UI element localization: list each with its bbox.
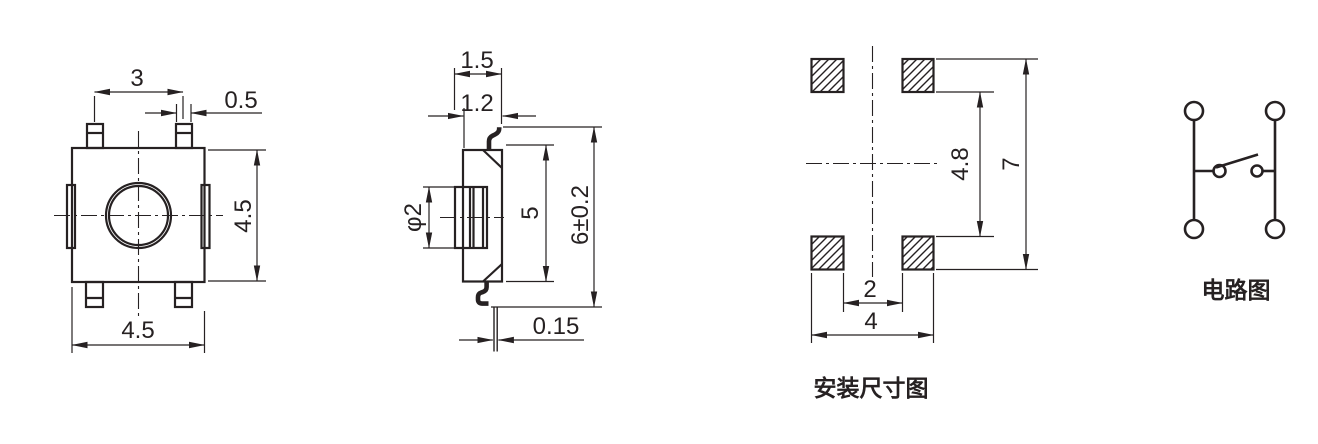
top-view: 3 0.5 4.5 4.5 <box>54 65 266 353</box>
dim-cap-width: 1.5 <box>453 47 503 124</box>
solder-pad-top-left <box>810 57 845 94</box>
dim-label-pin-pitch: 3 <box>130 65 143 92</box>
terminal-bottom-left <box>1183 218 1205 240</box>
dim-pin-pitch: 3 <box>93 65 184 122</box>
dim-label-lead-thickness: 0.15 <box>533 313 580 340</box>
switch-arm <box>1215 153 1259 169</box>
gullwing-lead-top <box>486 127 502 150</box>
dim-overall-height: 6±0.2 <box>491 126 602 308</box>
side-body-outline <box>461 148 504 283</box>
dim-pad-outer-vertical: 7 <box>936 58 1038 271</box>
dim-lead-thickness: 0.15 <box>459 313 584 344</box>
side-tab-right <box>200 183 211 250</box>
dim-pad-inner-vertical: 4.8 <box>936 91 994 238</box>
pin-bottom-right <box>173 280 194 309</box>
dim-label-pad-inner-vertical: 4.8 <box>947 147 974 180</box>
pin-bottom-left <box>84 280 105 309</box>
dim-label-cap-width: 1.5 <box>460 47 493 74</box>
mounting-view: 4.8 7 2 4 安装尺寸图 <box>806 46 1038 401</box>
dim-pin-width: 0.5 <box>145 87 262 122</box>
pin-top-left <box>85 122 105 150</box>
terminal-top-left <box>1183 100 1205 122</box>
dim-pad-outer-horizontal: 4 <box>810 273 935 343</box>
solder-pad-bottom-right <box>901 235 935 271</box>
dim-body-thickness: 1.2 <box>428 90 536 148</box>
mounting-caption: 安装尺寸图 <box>814 375 929 401</box>
terminal-bottom-right <box>1264 218 1286 240</box>
circuit-view: 电路图 <box>1183 100 1286 303</box>
dim-label-pad-outer-vertical: 7 <box>998 157 1025 170</box>
dim-body-width: 4.5 <box>71 287 206 353</box>
side-view: 1.5 1.2 φ2 5 6±0.2 0.1 <box>400 47 602 352</box>
pin-top-right <box>174 122 194 150</box>
dim-label-stem-diameter: φ2 <box>400 203 427 232</box>
terminal-top-right <box>1264 100 1286 122</box>
dim-label-pad-outer-horizontal: 4 <box>864 308 877 335</box>
dim-label-pad-inner-horizontal: 2 <box>863 276 876 303</box>
contact-right <box>1250 164 1264 178</box>
dim-body-height: 4.5 <box>208 149 266 282</box>
dim-pad-inner-horizontal: 2 <box>842 273 904 312</box>
dim-label-overall-height: 6±0.2 <box>567 185 594 245</box>
dim-label-body-height: 4.5 <box>230 199 257 232</box>
gullwing-lead-bottom <box>475 281 489 306</box>
dim-label-side-body-height: 5 <box>517 206 544 219</box>
solder-pad-bottom-left <box>810 235 845 271</box>
dim-stem-diameter: φ2 <box>400 186 455 249</box>
dim-label-pin-width: 0.5 <box>224 87 257 114</box>
side-tab-left <box>65 183 77 250</box>
solder-pad-top-right <box>901 57 935 94</box>
dim-label-body-thickness: 1.2 <box>460 90 493 117</box>
circuit-caption: 电路图 <box>1202 277 1271 303</box>
chamfer-bottom <box>482 263 503 283</box>
dim-label-body-width: 4.5 <box>121 317 154 344</box>
dim-side-body-height: 5 <box>506 144 554 283</box>
contact-left <box>1212 163 1227 179</box>
chamfer-top <box>482 149 503 169</box>
